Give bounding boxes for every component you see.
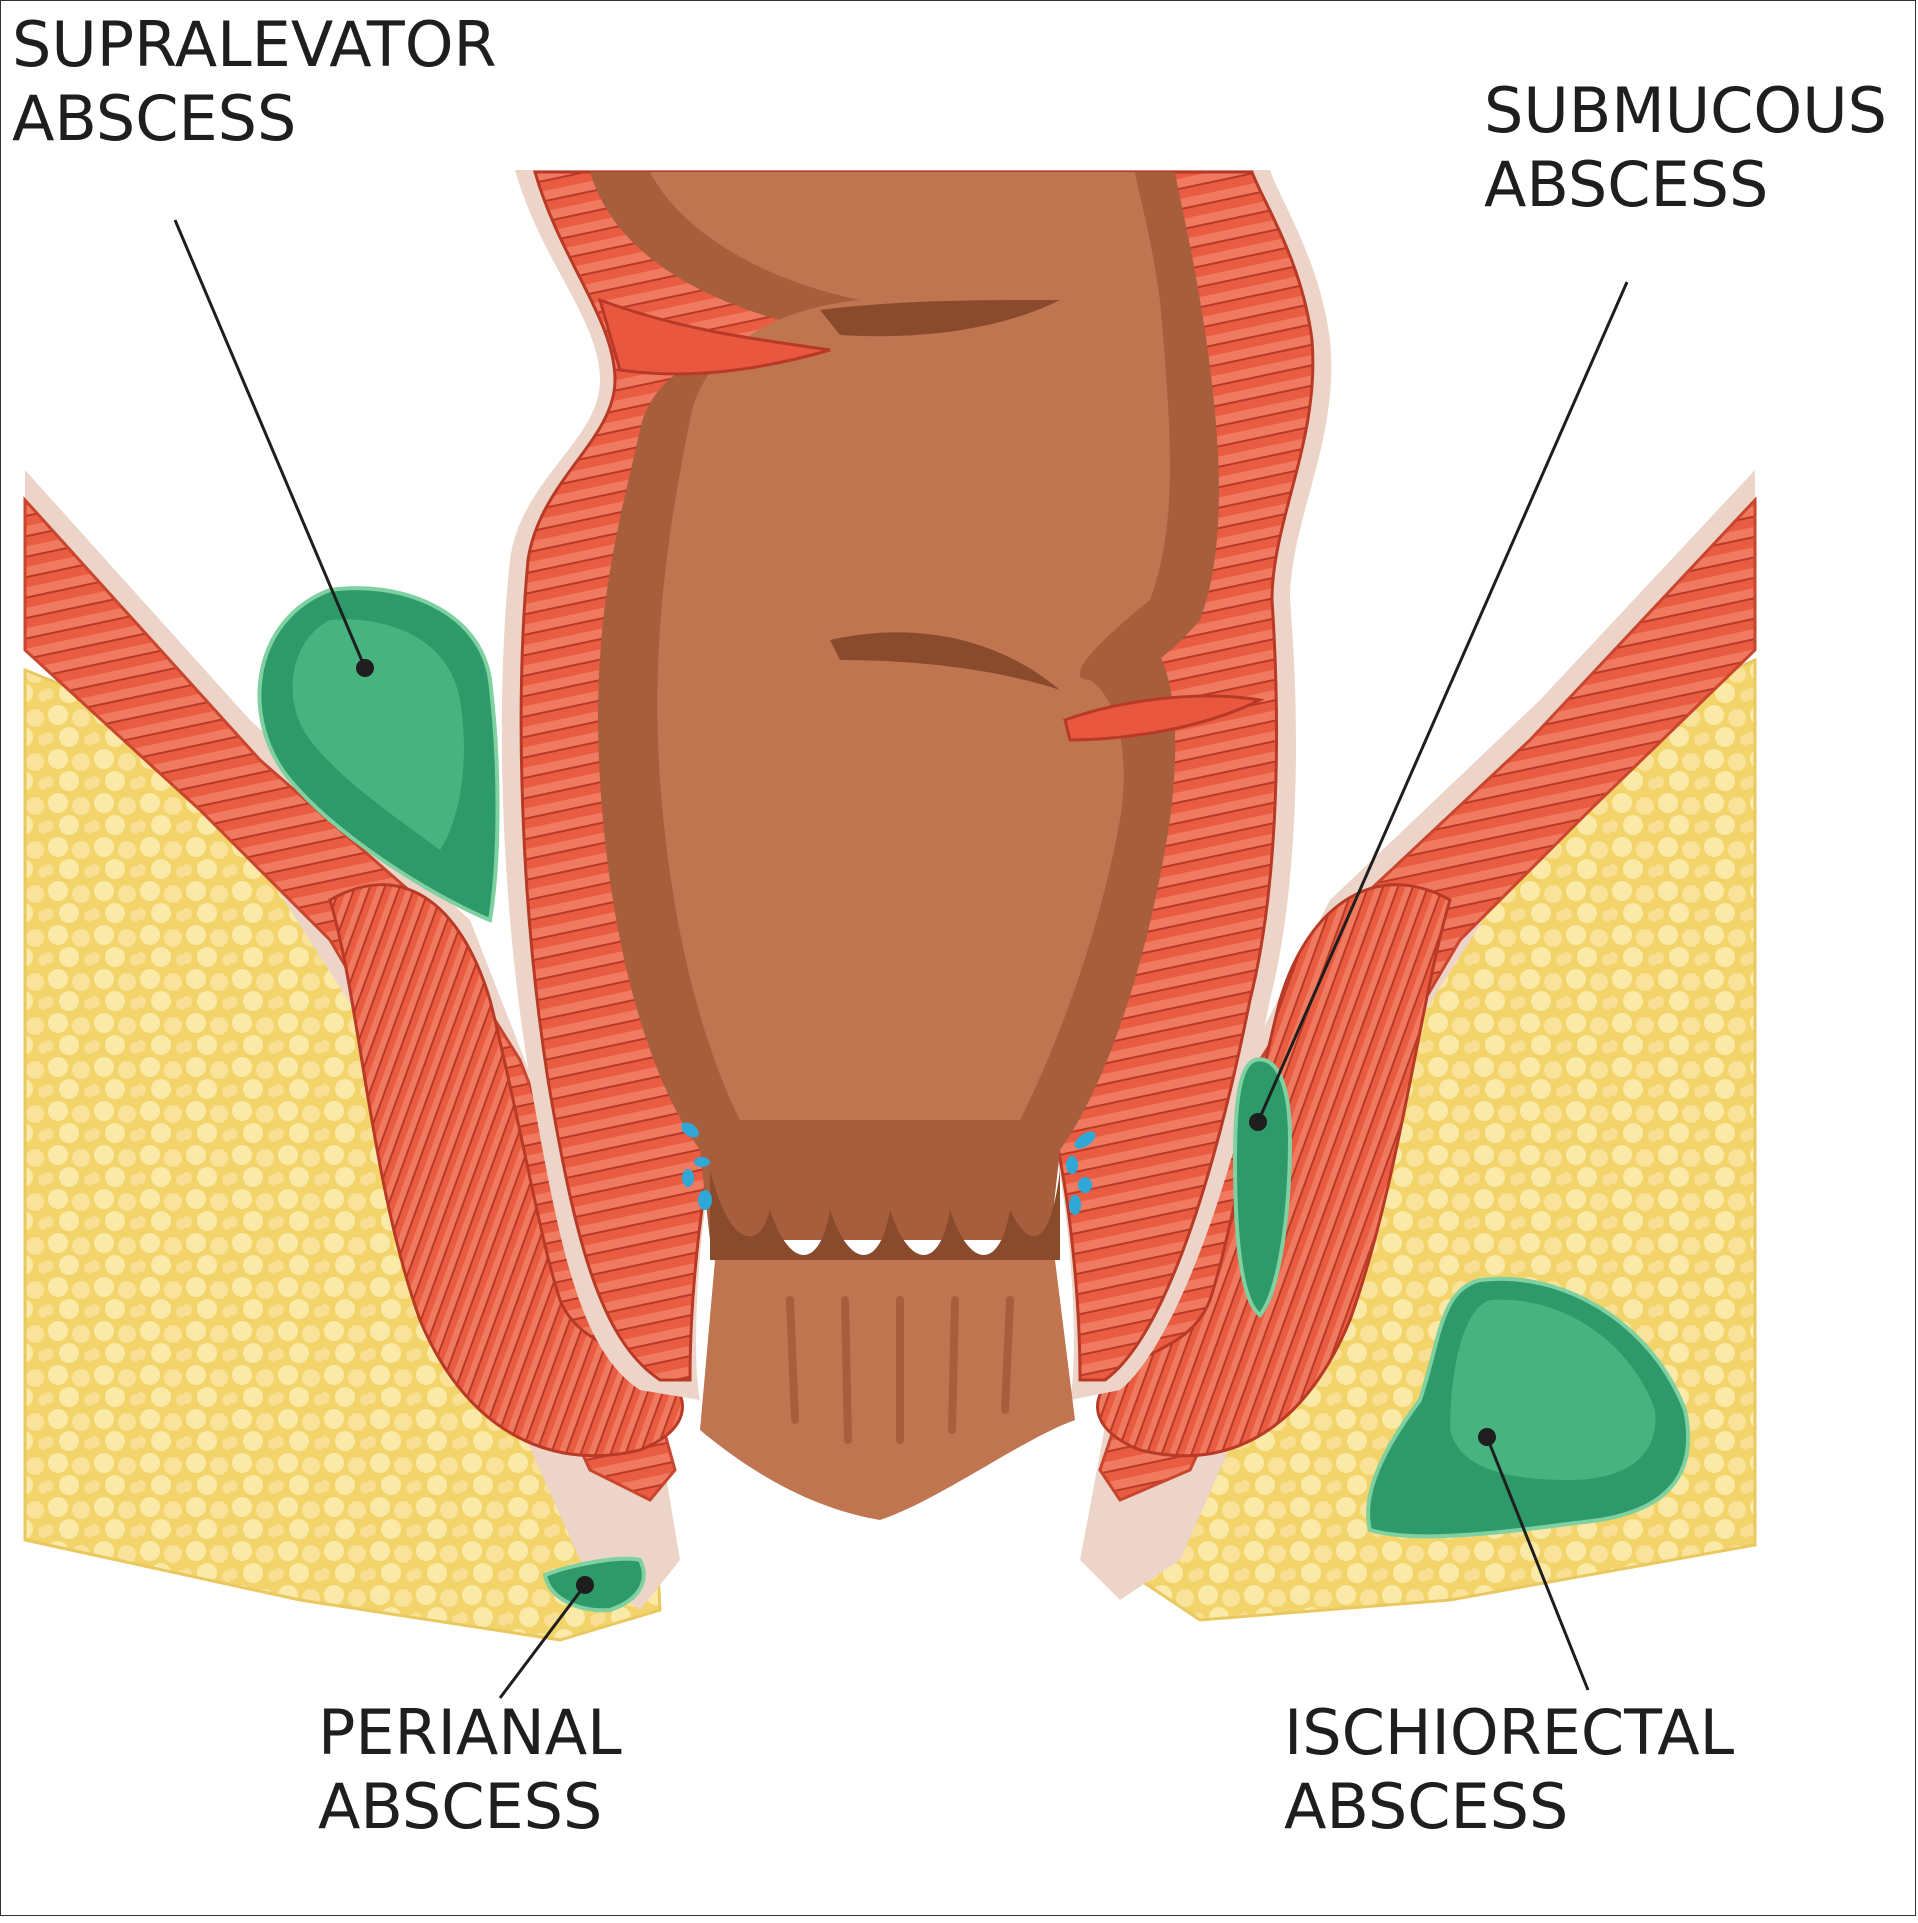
left-mucosal-fold — [597, 297, 831, 376]
label-ischiorectal-line2: ABSCESS — [1284, 1770, 1569, 1843]
leader-dot-perianal — [576, 1576, 594, 1594]
ischiorectal-abscess-highlight — [1450, 1299, 1656, 1480]
right-mucosal-fold — [1063, 694, 1265, 742]
label-perianal-line1: PERIANAL — [318, 1696, 622, 1769]
leader-dot-submucous — [1249, 1113, 1267, 1131]
label-perianal-line2: ABSCESS — [318, 1770, 603, 1843]
label-submucous-line1: SUBMUCOUS — [1484, 74, 1887, 147]
label-supralevator-abscess: SUPRALEVATOR ABSCESS — [12, 8, 497, 156]
anal-canal — [700, 1260, 1075, 1520]
perianal-abscess — [542, 1556, 646, 1613]
label-supralevator-line2: ABSCESS — [12, 82, 297, 155]
leader-line-supralevator — [173, 219, 367, 669]
left-anal-glands — [681, 1122, 712, 1210]
leader-dot-supralevator — [356, 659, 374, 677]
rectal-fold-upper — [820, 300, 1060, 337]
leader-lines — [173, 219, 1629, 1699]
label-ischiorectal-line1: ISCHIORECTAL — [1284, 1696, 1735, 1769]
supralevator-abscess-highlight — [292, 619, 464, 850]
leader-endpoints — [356, 659, 1496, 1594]
right-anal-glands — [1066, 1131, 1096, 1215]
submucous-abscess — [1232, 1057, 1293, 1318]
leader-line-ischiorectal — [1485, 1436, 1590, 1691]
anal-canal-ridges — [786, 1296, 1014, 1444]
label-perianal-abscess: PERIANAL ABSCESS — [318, 1696, 622, 1844]
leader-line-submucous — [1256, 281, 1629, 1123]
rectal-fold-middle — [830, 632, 1060, 690]
label-ischiorectal-abscess: ISCHIORECTAL ABSCESS — [1284, 1696, 1734, 1844]
label-supralevator-line1: SUPRALEVATOR — [12, 8, 497, 81]
leader-dot-ischiorectal — [1478, 1428, 1496, 1446]
anal-columns — [710, 1170, 1060, 1260]
label-submucous-line2: ABSCESS — [1484, 148, 1769, 221]
label-submucous-abscess: SUBMUCOUS ABSCESS — [1484, 74, 1887, 222]
leader-line-perianal — [498, 1584, 587, 1699]
